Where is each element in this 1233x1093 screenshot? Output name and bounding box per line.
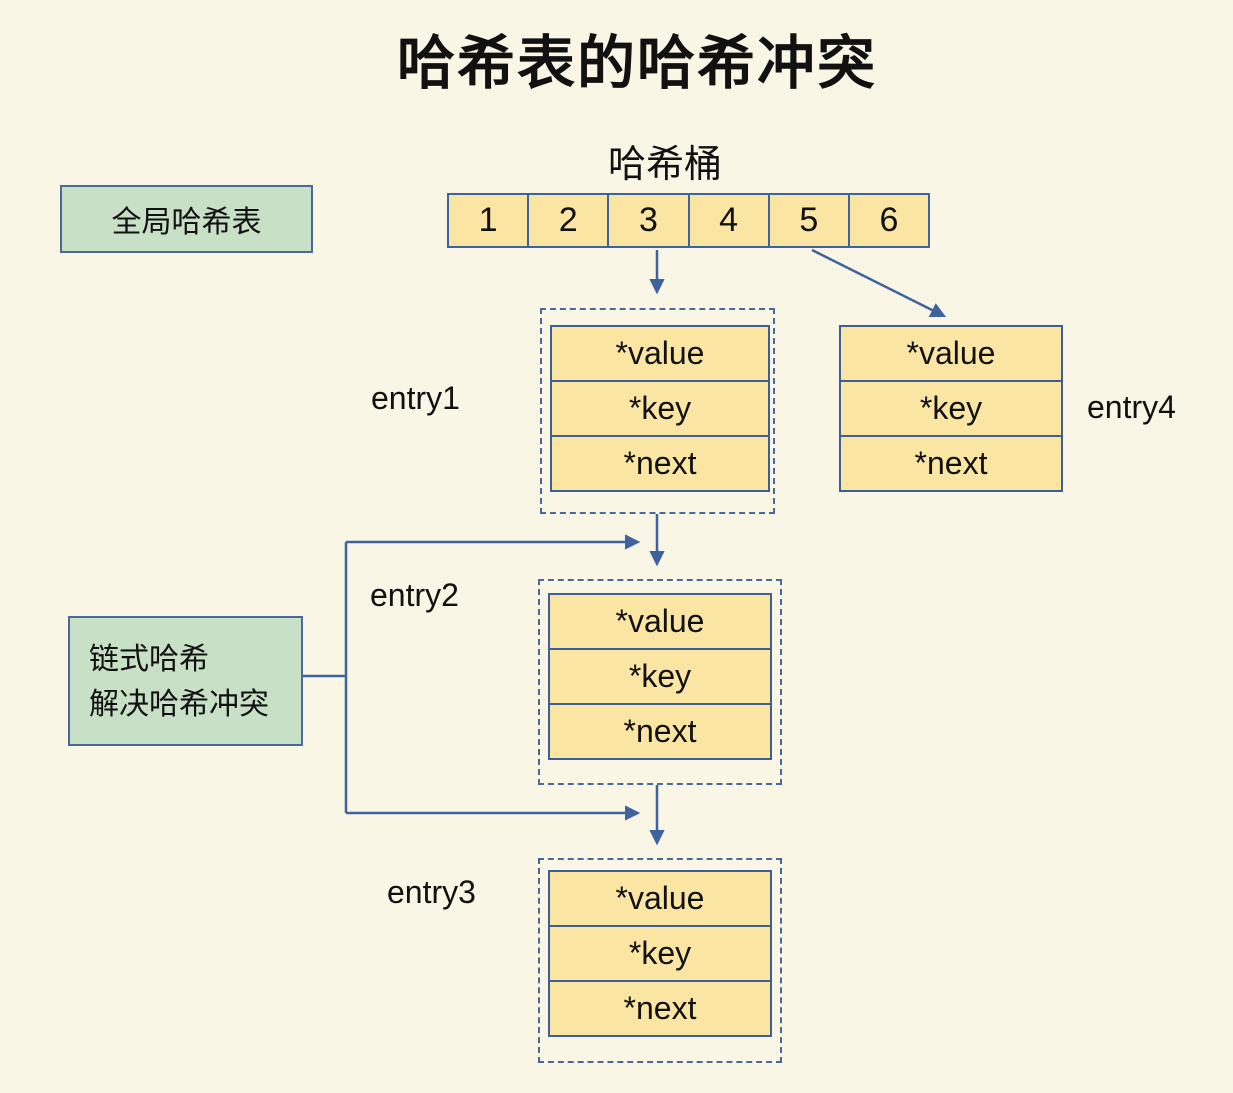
entry1-dashed-box [540, 308, 775, 514]
entry1-key-cell: *key [550, 380, 770, 437]
entry2-next-cell: *next [548, 703, 772, 760]
entry3-label: entry3 [387, 874, 476, 910]
entry1-value-cell: *value [550, 325, 770, 382]
entry3-key-cell: *key [548, 925, 772, 982]
entry3-node: *value *key *next [548, 870, 772, 1037]
entry3-value-cell: *value [548, 870, 772, 927]
global-hash-table-label: 全局哈希表 [111, 206, 262, 239]
entry2-value-cell: *value [548, 593, 772, 650]
chain-hash-box: 链式哈希 解决哈希冲突 [68, 616, 303, 746]
entry4-label: entry4 [1087, 389, 1176, 425]
hash-bucket-array: 1 2 3 4 5 6 [447, 193, 931, 248]
entry2-label: entry2 [370, 577, 459, 613]
entry1-node: *value *key *next [550, 325, 770, 492]
chain-hash-line2: 解决哈希冲突 [89, 688, 269, 721]
entry2-node: *value *key *next [548, 593, 772, 760]
entry1-label: entry1 [371, 380, 460, 416]
entry2-key-cell: *key [548, 648, 772, 705]
entry4-key-cell: *key [839, 380, 1063, 437]
entry4-next-cell: *next [839, 435, 1063, 492]
chain-hash-line1: 链式哈希 [89, 643, 209, 676]
hash-bucket-label: 哈希桶 [607, 144, 723, 186]
bucket-cell-2: 2 [527, 193, 610, 248]
entry4-value-cell: *value [839, 325, 1063, 382]
bucket-cell-3: 3 [607, 193, 690, 248]
bucket-cell-5: 5 [767, 193, 850, 248]
page-title: 哈希表的哈希冲突 [396, 31, 878, 96]
entry4-node: *value *key *next [839, 325, 1063, 492]
entry1-next-cell: *next [550, 435, 770, 492]
bucket-cell-6: 6 [847, 193, 931, 248]
entry3-next-cell: *next [548, 980, 772, 1037]
entry2-dashed-box [538, 579, 782, 785]
global-hash-table-box: 全局哈希表 [60, 185, 313, 253]
bucket-cell-1: 1 [447, 193, 530, 248]
entry3-dashed-box [538, 858, 782, 1063]
arrow-bucket5-to-entry4 [811, 248, 947, 318]
bucket-cell-4: 4 [687, 193, 770, 248]
